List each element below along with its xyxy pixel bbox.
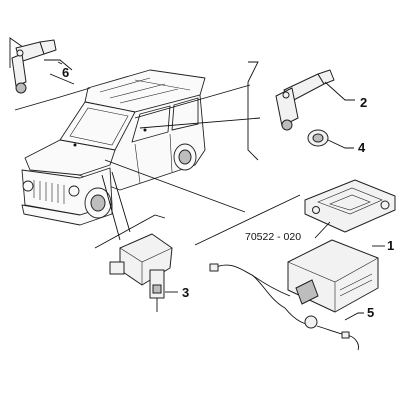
reference-leader [314, 221, 331, 239]
leader-line-6 [57, 61, 63, 65]
callout-2-label: 2 [360, 95, 367, 110]
part-5-wiring-harness [209, 263, 359, 351]
callout-5-label: 5 [367, 305, 374, 320]
pointer-line-b [139, 117, 261, 129]
vehicle-illustration [21, 69, 206, 226]
part-4-grommet [307, 129, 329, 147]
part-3-sensor [109, 233, 173, 312]
pointer-line-d [104, 159, 246, 213]
part-ecu-bracket [304, 179, 396, 233]
callout-3-label: 3 [182, 285, 189, 300]
callout-6: 6 [44, 59, 73, 80]
callout-1-label: 1 [387, 238, 394, 253]
callout-4-label: 4 [358, 140, 366, 155]
leader-line-2 [324, 81, 355, 101]
pointer-line-a [134, 84, 251, 119]
part-2-sensor [247, 61, 335, 161]
pointer-line-c [194, 194, 301, 246]
leader-line-4 [327, 139, 354, 149]
reference-code: 70522 - 020 [245, 231, 301, 243]
pointer-line-e [101, 171, 131, 241]
callout-6-label: 6 [62, 65, 69, 80]
frame-line-3 [94, 214, 166, 249]
part-1-airbag-module [287, 239, 379, 313]
part-6-sensor [9, 37, 91, 111]
leader-line-5 [344, 312, 364, 321]
